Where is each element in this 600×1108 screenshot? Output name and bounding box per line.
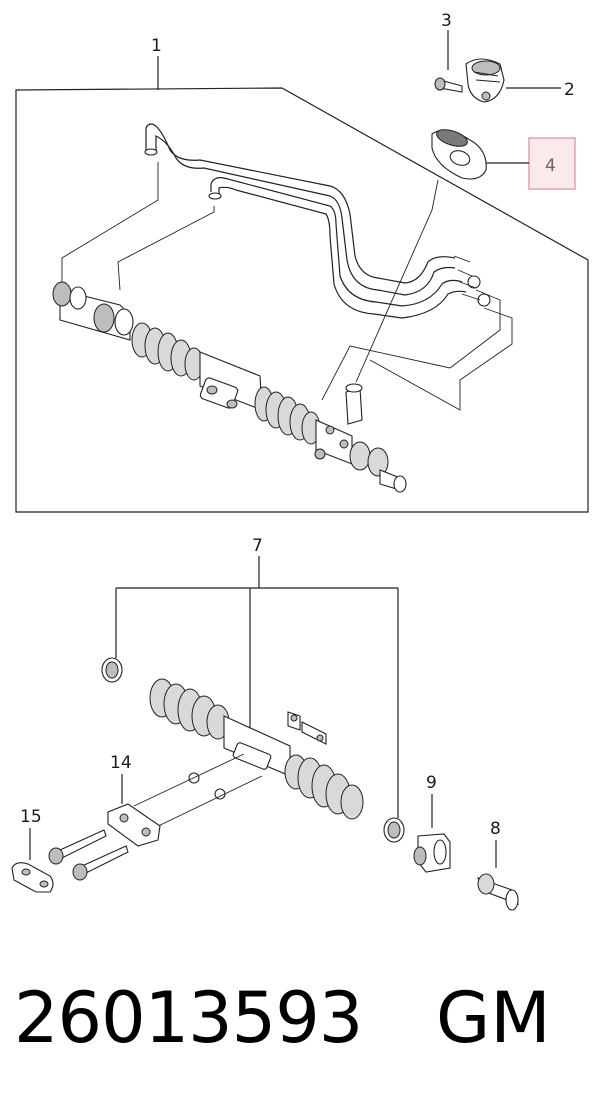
end-bushing-part-8: [476, 873, 520, 911]
callout-3-label: 3: [441, 11, 452, 31]
left-boot: [131, 322, 204, 381]
coupling-part-2: [465, 58, 505, 103]
clamp-part-14: [107, 803, 161, 847]
steering-rack-lower: [149, 678, 364, 820]
callout-2-label: 2: [564, 80, 575, 100]
assembly-lines: [61, 162, 513, 411]
ring-left: [101, 657, 123, 683]
assembly-frame: [15, 87, 589, 513]
callout-8-label: 8: [490, 819, 501, 839]
mount-bolts: [48, 829, 129, 881]
callout-7-label: 7: [252, 536, 263, 556]
lower-left-boot: [149, 678, 230, 740]
callout-4-highlight: [528, 137, 576, 190]
steering-rack-upper: [52, 281, 407, 493]
bolt-part-3: [434, 77, 463, 93]
right-boot: [254, 386, 321, 445]
plate-part-15: [11, 862, 54, 893]
callout-4-label: 4: [545, 156, 556, 176]
seal-part-4: [431, 129, 487, 180]
callout-15-label: 15: [20, 807, 42, 827]
lower-right-boot: [284, 754, 364, 820]
ring-right: [383, 817, 405, 843]
callout-7-leaders: [115, 556, 399, 818]
callout-14-label: 14: [110, 753, 132, 773]
brand-name: GM: [436, 977, 551, 1059]
bushing-part-9: [413, 833, 451, 873]
mount-washers: [133, 753, 263, 831]
part-number: 26013593: [14, 977, 363, 1059]
callout-1-label: 1: [151, 36, 162, 56]
pressure-pipes: [144, 123, 491, 319]
callout-9-label: 9: [426, 773, 437, 793]
